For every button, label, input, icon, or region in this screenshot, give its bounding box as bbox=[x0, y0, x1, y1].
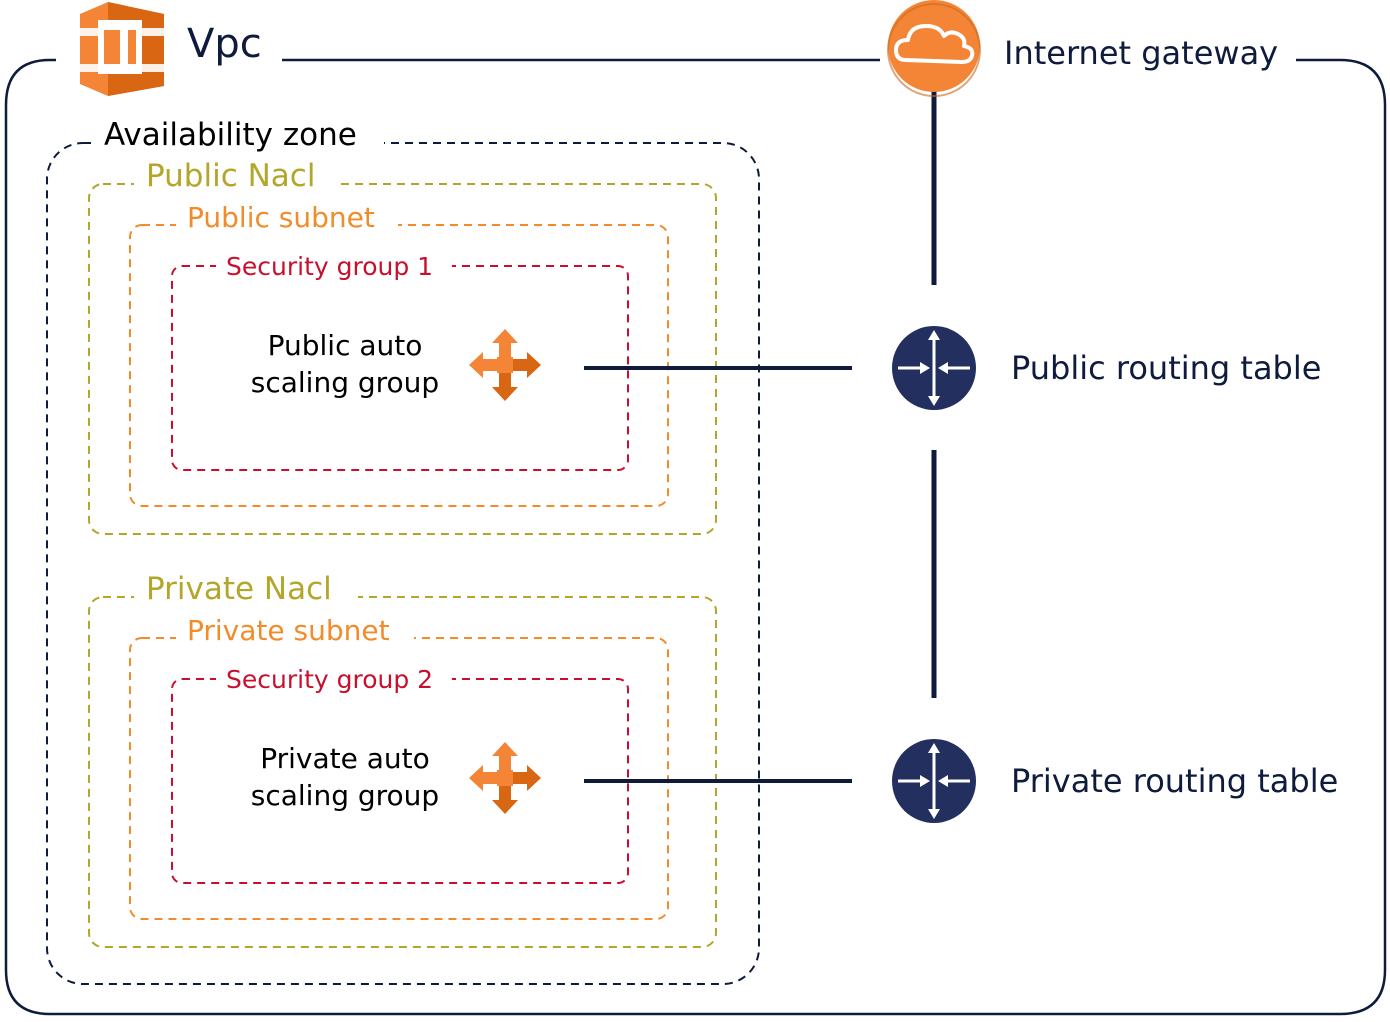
private-asg-label-line1: Private auto bbox=[260, 742, 430, 775]
availability-zone-label: Availability zone bbox=[104, 117, 357, 153]
public-subnet-frame bbox=[129, 224, 669, 507]
private-auto-scaling-icon bbox=[469, 742, 541, 814]
private-nacl-frame bbox=[88, 596, 717, 948]
internet-gateway-label: Internet gateway bbox=[1004, 34, 1278, 72]
public-asg-label-line2: scaling group bbox=[251, 366, 439, 399]
public-nacl-frame bbox=[88, 183, 717, 535]
public-nacl-label: Public Nacl bbox=[146, 158, 315, 194]
private-nacl-label: Private Nacl bbox=[146, 571, 332, 607]
security-group-2-label: Security group 2 bbox=[226, 665, 433, 694]
public-auto-scaling-icon bbox=[469, 329, 541, 401]
public-subnet-label: Public subnet bbox=[187, 201, 375, 234]
vpc-icon bbox=[80, 2, 164, 96]
availability-zone-frame bbox=[46, 142, 760, 985]
public-routing-table-label: Public routing table bbox=[1011, 349, 1321, 387]
private-subnet-label: Private subnet bbox=[187, 614, 390, 647]
private-router-icon bbox=[892, 739, 976, 823]
public-asg-label-line1: Public auto bbox=[268, 329, 423, 362]
private-asg-label-line2: scaling group bbox=[251, 779, 439, 812]
public-router-icon bbox=[892, 326, 976, 410]
cloud-icon bbox=[887, 0, 981, 97]
vpc-label: Vpc bbox=[187, 21, 262, 67]
private-routing-table-label: Private routing table bbox=[1011, 762, 1338, 800]
security-group-1-label: Security group 1 bbox=[226, 252, 433, 281]
